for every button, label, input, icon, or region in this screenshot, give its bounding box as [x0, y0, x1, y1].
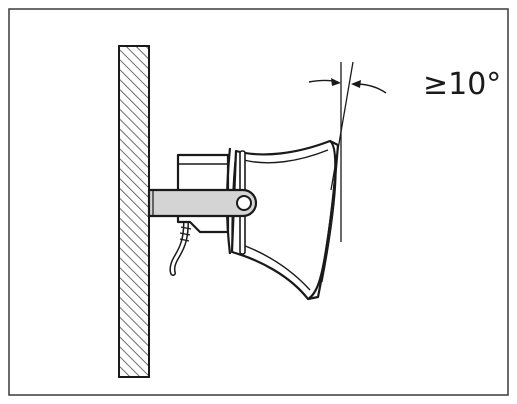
- cable-icon: [169, 219, 192, 276]
- tilt-angle-arrows-icon: [308, 78, 387, 94]
- mounting-bracket-icon: [147, 188, 258, 218]
- tilt-reference-lines: [330, 61, 354, 242]
- bracket-bolt: [236, 195, 252, 211]
- tilt-angle-label: ≥10°: [423, 67, 502, 102]
- horn-speaker-icon: [225, 139, 340, 301]
- wall-hatched: [118, 45, 150, 378]
- diagram-frame: [8, 8, 509, 396]
